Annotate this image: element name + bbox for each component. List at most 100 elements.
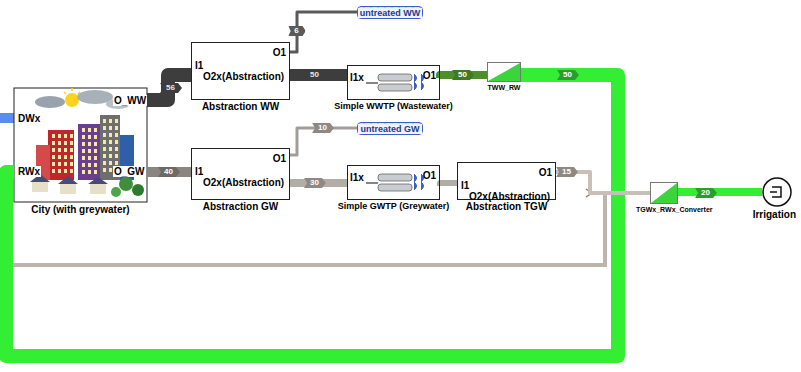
city-windows-part <box>88 149 91 153</box>
converter-box: TGWx_RWx_Converter <box>650 182 678 204</box>
inflow-stub-part <box>0 113 14 123</box>
node-heading: Simple WWTP (Wastewater) <box>334 101 453 111</box>
flow-value: 30 <box>304 178 326 188</box>
city-windows-part <box>94 142 97 146</box>
port-label: I1x <box>350 72 364 83</box>
city-illustration-part <box>48 130 74 180</box>
treatment-icon-part <box>378 84 412 91</box>
city-windows-part <box>58 162 61 166</box>
converter-symbol <box>487 62 521 82</box>
city-windows-part <box>70 141 73 145</box>
city-windows-part <box>70 162 73 166</box>
treatment-icon-part <box>378 174 412 181</box>
port-label: I1 <box>195 60 203 71</box>
node-heading: TGWx_RWx_Converter <box>636 206 713 214</box>
city-illustration-part <box>119 177 133 191</box>
abstraction-box: O1I1O2x(Abstraction)Abstraction GW <box>191 148 290 200</box>
treatment-box: I1xO1Simple GWTP (Greywater) <box>347 165 440 200</box>
city-windows-part <box>82 149 85 153</box>
node-heading: TWW_RW <box>488 84 521 92</box>
city-windows-part <box>64 169 67 173</box>
treatment-icon-part <box>414 174 417 190</box>
city-windows-part <box>52 134 55 138</box>
flow-value: 50 <box>304 70 326 80</box>
city-windows-part <box>82 163 85 167</box>
city-windows-part <box>103 147 106 151</box>
city-windows-part <box>82 156 85 160</box>
city-windows-part <box>64 148 67 152</box>
flow-value: 10 <box>312 123 334 133</box>
city-windows-part <box>109 147 112 151</box>
city-windows-part <box>94 156 97 160</box>
city-illustration <box>14 88 147 202</box>
treatment-icon <box>366 74 424 91</box>
city-windows-part <box>82 170 85 174</box>
city-windows-part <box>94 163 97 167</box>
port-label: O_GW <box>113 166 146 177</box>
port-label: DWx <box>17 113 41 124</box>
city-windows-part <box>115 140 118 144</box>
city-windows-part <box>82 135 85 139</box>
city-windows-part <box>58 141 61 145</box>
flow-pipe <box>147 75 191 100</box>
city-windows-part <box>88 156 91 160</box>
node-heading: Abstraction WW <box>202 101 279 112</box>
city-windows <box>52 119 118 174</box>
city-windows-part <box>94 128 97 132</box>
flow-value: 15 <box>556 167 578 177</box>
city-windows-part <box>115 126 118 130</box>
flow-pipe <box>290 69 347 81</box>
city-windows-part <box>115 147 118 151</box>
flow-pipe <box>678 192 762 193</box>
city-windows-part <box>103 140 106 144</box>
return-wire-part <box>0 193 605 265</box>
city-windows-part <box>58 155 61 159</box>
port-label: O2x(Abstraction) <box>203 177 284 188</box>
node-heading: Abstraction TGW <box>466 201 548 212</box>
city-windows-part <box>64 134 67 138</box>
converter-symbol-part <box>488 63 520 81</box>
sink-symbol-part <box>770 187 781 197</box>
port-label: O1 <box>273 153 286 164</box>
abstraction-box: O1I1O2x(Abstraction)Abstraction WW <box>191 42 290 100</box>
city-windows-part <box>82 128 85 132</box>
treatment-icon-part <box>414 74 417 90</box>
city-windows-part <box>103 133 106 137</box>
city-windows-part <box>109 154 112 158</box>
sink-symbol-part <box>763 178 791 206</box>
city-illustration-part <box>65 93 79 107</box>
city-windows-part <box>64 155 67 159</box>
city-windows-part <box>109 168 112 172</box>
city-windows-part <box>58 134 61 138</box>
port-label: O2x(Abstraction) <box>203 71 284 82</box>
city-illustration-part <box>14 88 147 202</box>
converter-symbol <box>650 182 678 204</box>
port-label: O1 <box>423 170 436 181</box>
flow-pipe <box>6 75 618 356</box>
sink-circle: Irrigation <box>762 177 792 207</box>
city-windows-part <box>103 154 106 158</box>
node-heading: City (with greywater) <box>31 204 129 215</box>
city-windows-part <box>64 141 67 145</box>
treatment-icon-part <box>366 82 378 83</box>
port-label: O1 <box>539 167 552 178</box>
city-windows-part <box>103 161 106 165</box>
city-windows-part <box>52 141 55 145</box>
city-windows-part <box>94 149 97 153</box>
city-windows-part <box>70 148 73 152</box>
flow-pipe <box>440 183 457 186</box>
port-label: I1 <box>195 166 203 177</box>
treatment-icon-part <box>366 182 378 183</box>
node-heading: Irrigation <box>753 209 796 220</box>
flow-value: 56 <box>160 83 182 93</box>
port-label: O1 <box>273 47 286 58</box>
city-windows-part <box>103 168 106 172</box>
city-windows-part <box>109 126 112 130</box>
city-windows-part <box>52 169 55 173</box>
converter-symbol-part <box>651 183 677 203</box>
node-heading: Abstraction GW <box>203 201 279 212</box>
city-windows-part <box>88 135 91 139</box>
